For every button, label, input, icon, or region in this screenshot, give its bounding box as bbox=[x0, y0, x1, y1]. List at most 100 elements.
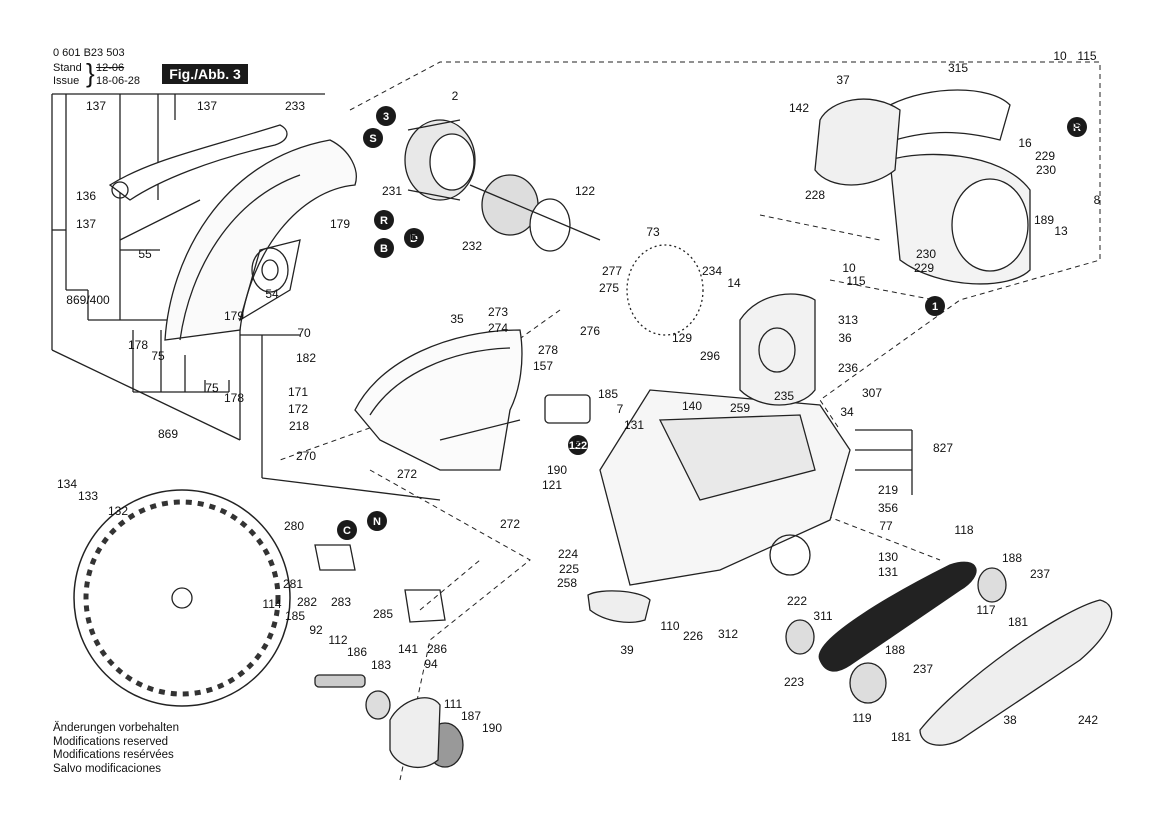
callout-letter: R bbox=[380, 215, 388, 227]
part-number-label: 226 bbox=[683, 629, 703, 643]
part-number-label: 182 bbox=[296, 351, 316, 365]
part-number-label: 141 bbox=[398, 642, 418, 656]
part-number-label: 171 bbox=[288, 385, 308, 399]
part-number-label: 258 bbox=[557, 576, 577, 590]
saw-blade bbox=[73, 489, 291, 707]
part-number-label: 231 bbox=[382, 184, 402, 198]
part-number-label: 190 bbox=[482, 721, 502, 735]
part-number-label: 13 bbox=[1054, 224, 1068, 238]
part-number-label: 185 bbox=[598, 387, 618, 401]
part-number-label: 92 bbox=[309, 623, 323, 637]
document-number: 0 601 B23 503 bbox=[53, 47, 125, 59]
callout-letter: 3 bbox=[383, 111, 389, 123]
blade-guard-arm bbox=[108, 124, 288, 201]
spindle-lock bbox=[314, 544, 446, 623]
gearbox-housing bbox=[599, 389, 851, 586]
part-number-label: 185 bbox=[285, 609, 305, 623]
callout-circle bbox=[1067, 117, 1087, 137]
part-number-label: 280 bbox=[284, 519, 304, 533]
part-number-label: 296 bbox=[700, 349, 720, 363]
part-number-label: 73 bbox=[646, 225, 660, 239]
part-number-label: 273 bbox=[488, 305, 508, 319]
part-number-label: 140 bbox=[682, 399, 702, 413]
part-number-label: 137 bbox=[76, 217, 96, 231]
part-number-label: 10 bbox=[842, 261, 856, 275]
part-number-label: 827 bbox=[933, 441, 953, 455]
callout-circle bbox=[404, 228, 424, 248]
part-number-label: 121 bbox=[542, 478, 562, 492]
part-number-label: 54 bbox=[265, 287, 279, 301]
part-number-label: 188 bbox=[1002, 551, 1022, 565]
note-line: Änderungen vorbehalten bbox=[53, 722, 179, 734]
part-number-label: 172 bbox=[288, 402, 308, 416]
part-number-label: 272 bbox=[397, 467, 417, 481]
callout-letter: D bbox=[410, 233, 418, 245]
part-number-label: 233 bbox=[285, 99, 305, 113]
part-number-label: 35 bbox=[450, 312, 464, 326]
fan-baffle bbox=[626, 244, 704, 336]
stand-label: Stand bbox=[53, 62, 82, 74]
callout-letter: 122 bbox=[569, 440, 587, 452]
callout-letter: R bbox=[1073, 122, 1081, 134]
issue-label: Issue bbox=[53, 75, 80, 87]
part-number-label: 75 bbox=[151, 349, 165, 363]
part-number-label: 229 bbox=[1035, 149, 1055, 163]
part-number-label: 115 bbox=[1077, 49, 1096, 63]
callout-letter: 1 bbox=[932, 301, 938, 313]
part-number-label: 181 bbox=[1008, 615, 1028, 629]
part-number-label: 7 bbox=[617, 402, 624, 416]
callout-circle bbox=[925, 296, 945, 316]
part-number-label: 312 bbox=[718, 627, 738, 641]
callout-circle bbox=[376, 106, 396, 126]
part-number-label: 307 bbox=[862, 386, 882, 400]
callout-letter: N bbox=[373, 516, 381, 528]
note-line: Salvo modificaciones bbox=[53, 762, 162, 775]
lower-guard bbox=[354, 329, 591, 471]
part-number-label: 111 bbox=[444, 697, 463, 711]
part-number-label: 283 bbox=[331, 595, 351, 609]
figure-label: Fig./Abb. 3 bbox=[162, 64, 248, 84]
part-number-label: 157 bbox=[533, 359, 553, 373]
part-number-label: 275 bbox=[599, 281, 619, 295]
frame-lines bbox=[51, 93, 913, 501]
part-number-label: 132 bbox=[108, 504, 128, 518]
part-number-label: 110 bbox=[660, 619, 679, 633]
end-cap bbox=[739, 293, 816, 406]
part-number-label: 285 bbox=[373, 607, 393, 621]
part-number-label: 222 bbox=[787, 594, 807, 608]
saw-blade-guard bbox=[164, 139, 357, 341]
part-number-label: 230 bbox=[1036, 163, 1056, 177]
part-number-label: 234 bbox=[702, 264, 722, 278]
pulleys bbox=[785, 567, 1007, 704]
part-number-label: 133 bbox=[78, 489, 98, 503]
part-number-label: 8 bbox=[1094, 193, 1101, 207]
part-number-label: 70 bbox=[297, 326, 311, 340]
note-line: Modifications resérvées bbox=[53, 749, 174, 761]
callout-circle bbox=[337, 520, 357, 540]
part-number-label: 131 bbox=[878, 565, 898, 579]
part-number-label: 179 bbox=[330, 217, 350, 231]
part-number-label: 118 bbox=[954, 523, 973, 537]
part-number-label: 34 bbox=[840, 405, 854, 419]
callout-circle bbox=[374, 238, 394, 258]
part-number-label: 188 bbox=[885, 643, 905, 657]
callout-circle bbox=[374, 210, 394, 230]
part-number-label: 235 bbox=[774, 389, 794, 403]
part-number-label: 189 bbox=[1034, 213, 1054, 227]
note-line: Modifications reserved bbox=[53, 735, 169, 748]
part-number-label: 178 bbox=[128, 338, 148, 352]
part-number-label: 134 bbox=[57, 477, 77, 491]
handle bbox=[587, 590, 651, 623]
part-number-label: 237 bbox=[1030, 567, 1050, 581]
part-number-label: 190 bbox=[547, 463, 567, 477]
part-number-label: 230 bbox=[916, 247, 936, 261]
part-number-label: S bbox=[1073, 118, 1081, 132]
part-number-label: 236 bbox=[838, 361, 858, 375]
gear-assembly bbox=[314, 674, 464, 769]
part-number-label: 272 bbox=[500, 517, 520, 531]
part-number-label: 186 bbox=[347, 645, 367, 659]
part-number-label: 14 bbox=[727, 276, 741, 290]
